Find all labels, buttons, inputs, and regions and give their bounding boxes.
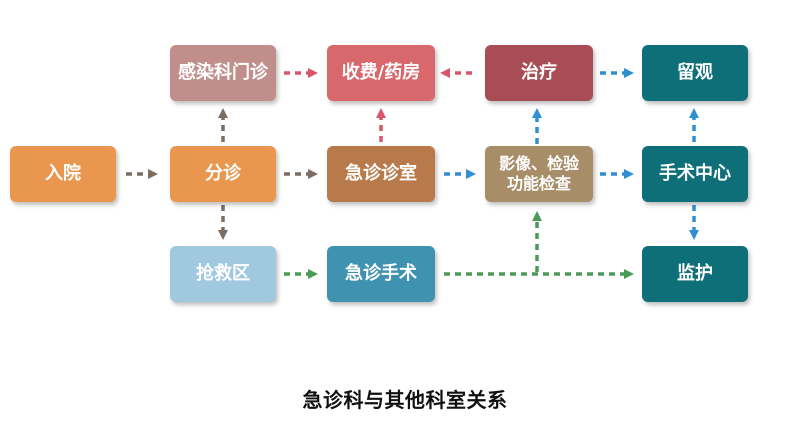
node-cashier-pharmacy: 收费/药房 <box>327 45 435 101</box>
node-emergency-surgery: 急诊手术 <box>327 246 435 302</box>
node-imaging-lab: 影像、检验 功能检查 <box>485 146 593 202</box>
node-observation: 留观 <box>642 45 748 101</box>
node-treatment: 治疗 <box>485 45 593 101</box>
node-emergency-room: 急诊诊室 <box>327 146 435 202</box>
diagram-caption: 急诊科与其他科室关系 <box>302 388 508 412</box>
node-rescue-area: 抢救区 <box>170 246 276 302</box>
node-triage: 分诊 <box>170 146 276 202</box>
node-admission: 入院 <box>10 146 116 202</box>
node-monitoring: 监护 <box>642 246 748 302</box>
node-surgery-center: 手术中心 <box>642 146 748 202</box>
node-infection-clinic: 感染科门诊 <box>170 45 276 101</box>
